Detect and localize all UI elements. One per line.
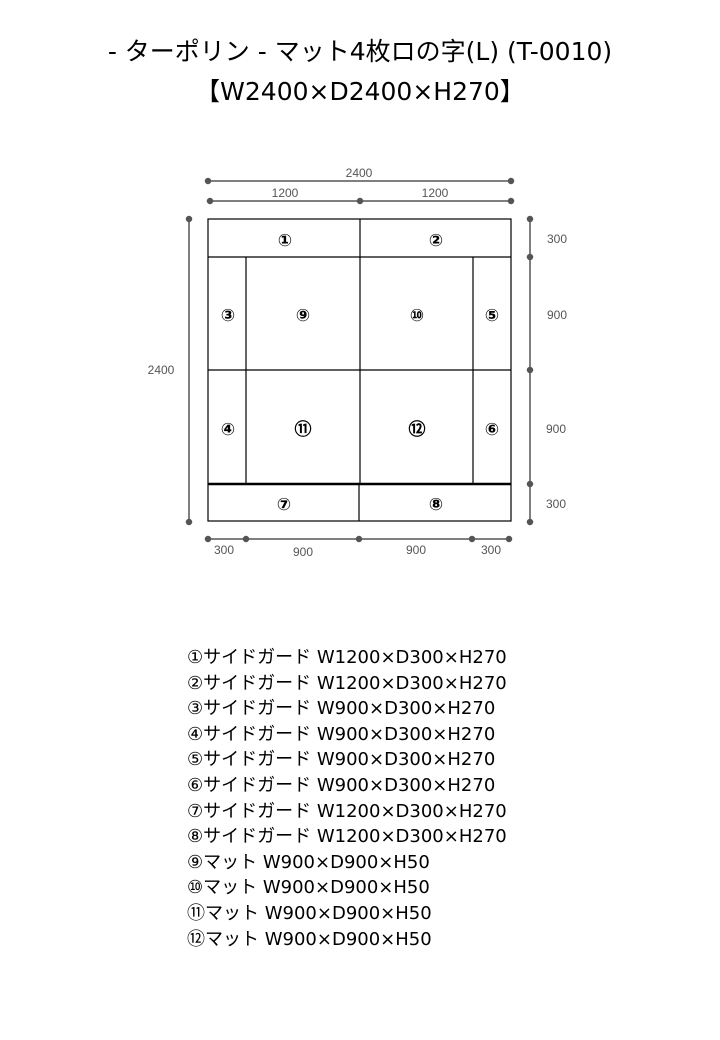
legend-item: ⑩マット W900×D900×H50 <box>187 877 430 899</box>
legend-item: ⑧サイドガード W1200×D300×H270 <box>187 826 507 848</box>
part-label-8: ⑧ <box>429 495 443 515</box>
part-label-9: ⑨ <box>296 306 310 326</box>
part-label-5: ⑤ <box>485 306 499 326</box>
legend-item: ①サイドガード W1200×D300×H270 <box>187 647 507 668</box>
dim-right-1: 300 <box>547 232 567 246</box>
dim-top-total: 2400 <box>346 166 373 180</box>
part-label-10: ⑩ <box>410 306 424 326</box>
dim-right-4: 300 <box>546 497 566 511</box>
parts-legend: ①サイドガード W1200×D300×H270 ②サイドガード W1200×D3… <box>187 645 507 952</box>
layout-panels <box>207 218 512 522</box>
legend-item: ③サイドガード W900×D300×H270 <box>187 698 496 720</box>
part-label-4: ④ <box>221 420 235 440</box>
part-label-11: ⑪ <box>295 419 312 440</box>
dim-right-3: 900 <box>546 422 566 436</box>
dim-bottom-3: 900 <box>406 543 426 557</box>
dim-bottom-1: 300 <box>214 543 234 557</box>
drawing-subtitle-dimensions: 【W2400×D2400×H270】 <box>195 77 525 106</box>
layout-drawing: 2400 1200 1200 2400 300 900 900 300 300 … <box>148 166 568 559</box>
part-label-2: ② <box>429 231 443 251</box>
part-label-6: ⑥ <box>485 420 499 440</box>
dim-bottom-4: 300 <box>481 543 501 557</box>
dim-bottom-2: 900 <box>293 545 313 559</box>
legend-item: ⑥サイドガード W900×D300×H270 <box>187 774 496 796</box>
dim-top-left: 1200 <box>272 186 299 200</box>
part-label-1: ① <box>278 231 292 251</box>
legend-item: ⑤サイドガード W900×D300×H270 <box>187 749 496 771</box>
legend-item: ④サイドガード W900×D300×H270 <box>187 723 496 745</box>
dim-left-total: 2400 <box>148 363 175 377</box>
legend-item: ⑪マット W900×D900×H50 <box>187 902 432 924</box>
legend-item: ②サイドガード W1200×D300×H270 <box>187 672 507 694</box>
dimension-lines <box>185 177 534 543</box>
dim-right-2: 900 <box>547 308 567 322</box>
legend-item: ⑫マット W900×D900×H50 <box>187 928 432 950</box>
legend-item: ⑦サイドガード W1200×D300×H270 <box>187 800 507 822</box>
part-label-7: ⑦ <box>277 495 291 515</box>
part-label-3: ③ <box>221 306 235 326</box>
legend-item: ⑨マット W900×D900×H50 <box>187 851 430 873</box>
dim-top-right: 1200 <box>422 186 449 200</box>
drawing-title: - ターポリン - マット4枚ロの字(L) (T-0010) <box>107 37 613 66</box>
part-label-12: ⑫ <box>409 419 426 440</box>
